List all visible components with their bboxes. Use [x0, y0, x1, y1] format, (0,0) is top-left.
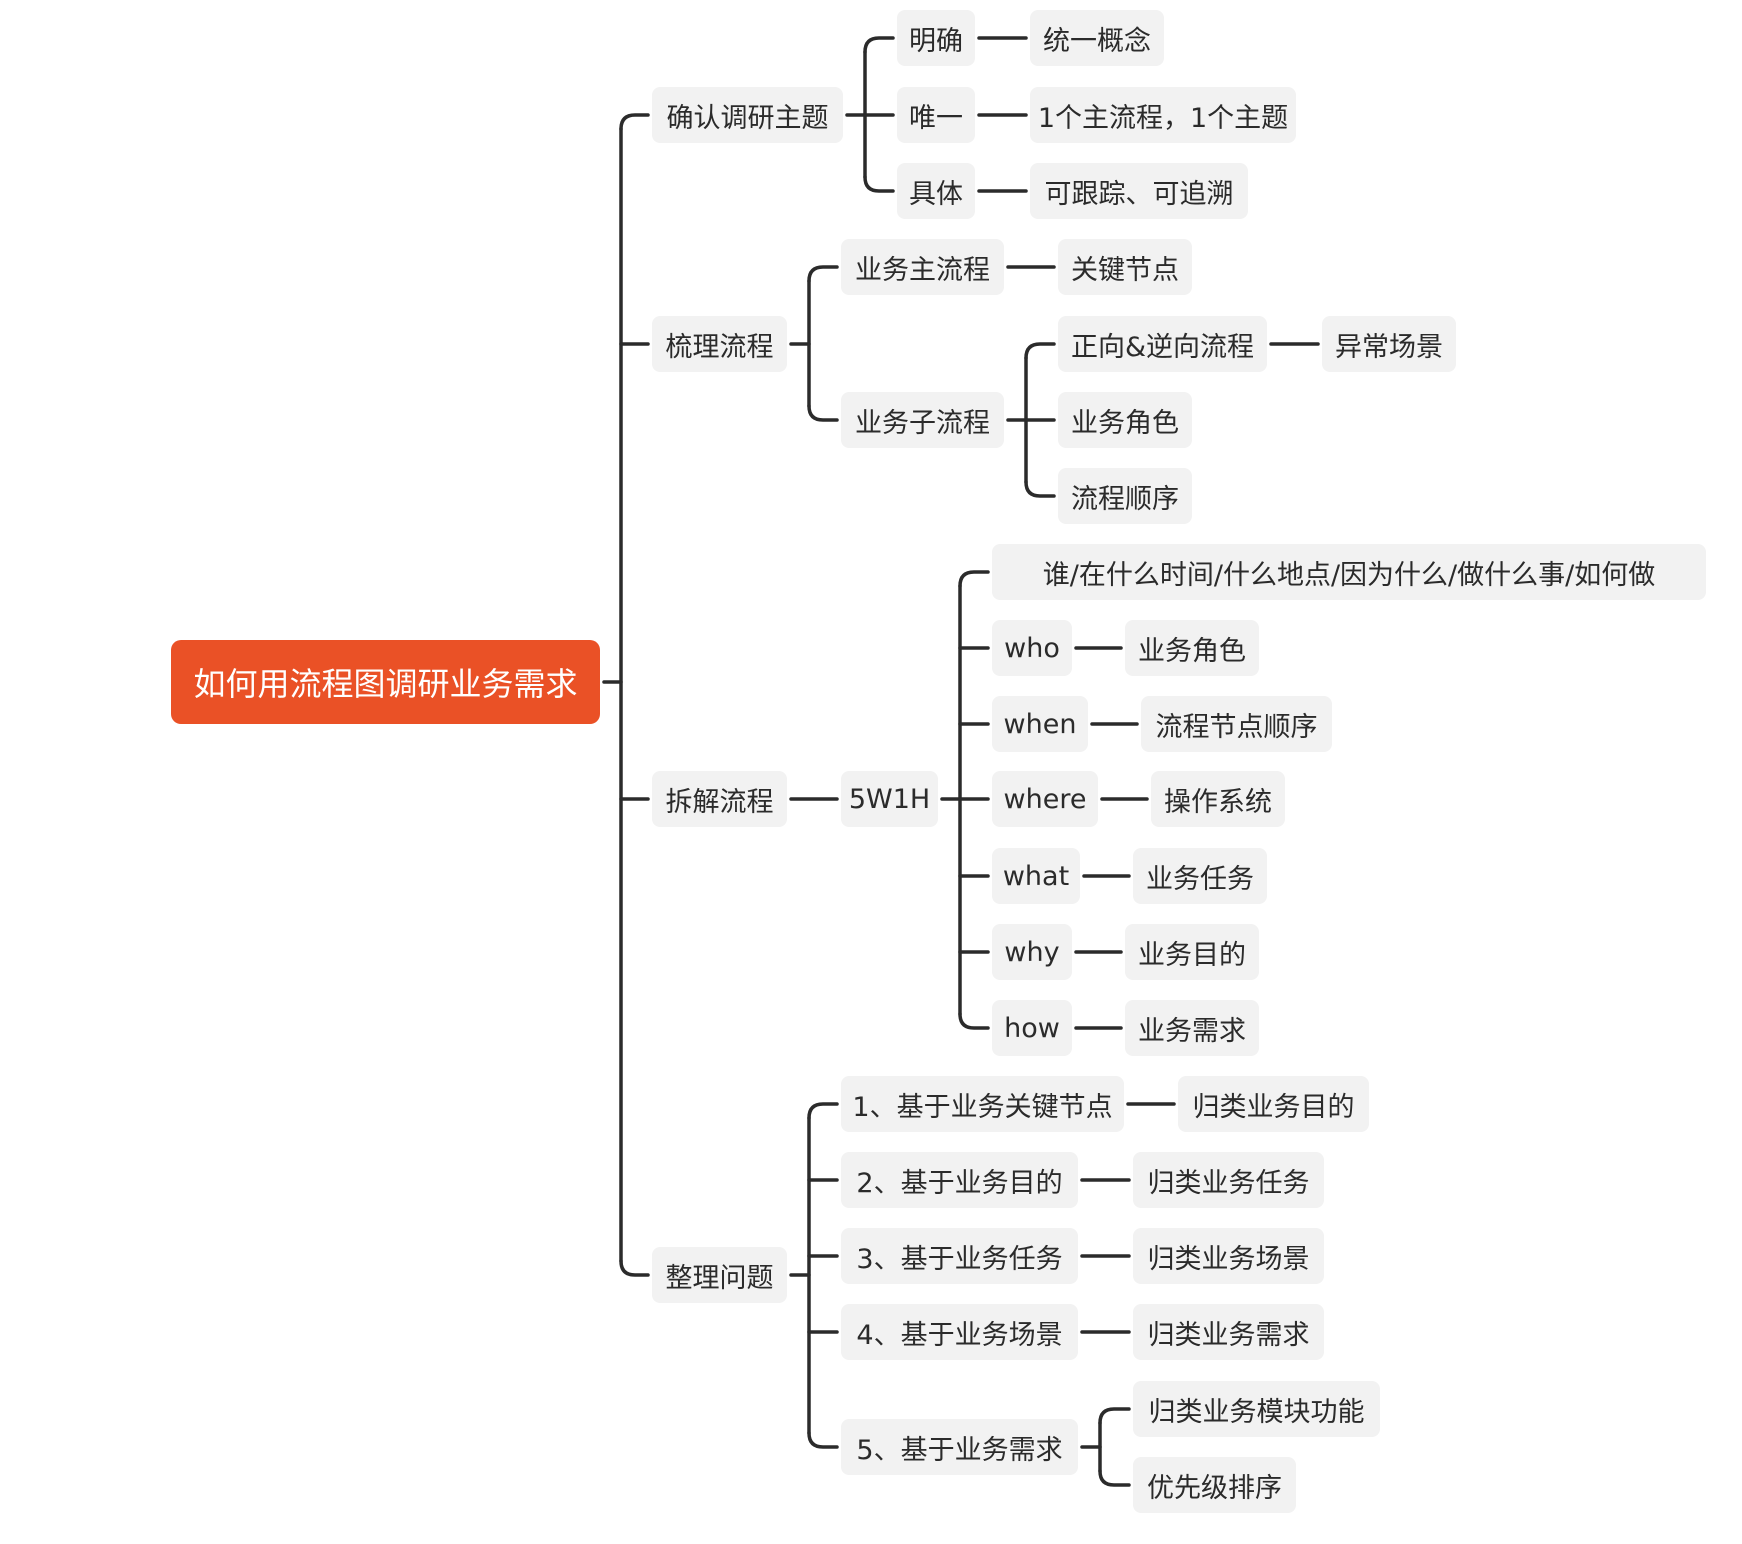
topic-key-nodes[interactable]: 关键节点: [1058, 239, 1192, 295]
topic-main-flow[interactable]: 业务主流程: [841, 239, 1004, 295]
connector-q5-b: [1098, 1469, 1131, 1487]
topic-who[interactable]: who: [992, 620, 1072, 676]
topic-how[interactable]: how: [992, 1000, 1072, 1056]
topic-summary[interactable]: 谁/在什么时间/什么地点/因为什么/做什么事/如何做: [992, 544, 1706, 600]
topic-roles[interactable]: 业务角色: [1058, 392, 1192, 448]
topic-why-ans[interactable]: 业务目的: [1125, 924, 1259, 980]
connector-q5-a: [1098, 1407, 1131, 1425]
topic-tongyi[interactable]: 统一概念: [1030, 10, 1164, 66]
connector-main-flow: [807, 265, 839, 283]
topic-q3-ans[interactable]: 归类业务场景: [1133, 1228, 1324, 1284]
topic-q1-ans[interactable]: 归类业务目的: [1178, 1076, 1369, 1132]
topic-q5[interactable]: 5、基于业务需求: [841, 1419, 1078, 1475]
topic-split-flow[interactable]: 拆解流程: [652, 771, 787, 827]
topic-sub-flow[interactable]: 业务子流程: [841, 392, 1004, 448]
topic-order[interactable]: 流程顺序: [1058, 468, 1192, 524]
topic-q2[interactable]: 2、基于业务目的: [841, 1152, 1078, 1208]
connector-organize: [619, 1259, 650, 1277]
topic-q1[interactable]: 1、基于业务关键节点: [841, 1076, 1124, 1132]
topic-sort-flow[interactable]: 梳理流程: [652, 316, 787, 372]
topic-where[interactable]: where: [992, 771, 1098, 827]
connector-confirm-topic: [619, 113, 650, 131]
topic-what[interactable]: what: [992, 848, 1080, 904]
topic-one-flow[interactable]: 1个主流程，1个主题: [1030, 87, 1296, 143]
topic-5w1h[interactable]: 5W1H: [841, 771, 938, 827]
root-topic[interactable]: 如何用流程图调研业务需求: [171, 640, 600, 724]
topic-mingque[interactable]: 明确: [897, 10, 975, 66]
topic-q5-b[interactable]: 优先级排序: [1133, 1457, 1296, 1513]
topic-fwd-rev[interactable]: 正向&逆向流程: [1058, 316, 1267, 372]
topic-confirm-topic[interactable]: 确认调研主题: [652, 87, 843, 143]
topic-when-ans[interactable]: 流程节点顺序: [1141, 696, 1332, 752]
topic-q4-ans[interactable]: 归类业务需求: [1133, 1304, 1324, 1360]
connector-mingque: [863, 36, 895, 54]
connector-juti: [863, 175, 895, 193]
topic-why[interactable]: why: [992, 924, 1072, 980]
topic-what-ans[interactable]: 业务任务: [1133, 848, 1267, 904]
connector-q5: [807, 1431, 839, 1449]
connector-order: [1024, 480, 1056, 498]
connector-how: [958, 1012, 990, 1030]
topic-juti[interactable]: 具体: [897, 163, 975, 219]
topic-organize[interactable]: 整理问题: [652, 1247, 787, 1303]
connector-sub-flow: [807, 404, 839, 422]
topic-q3[interactable]: 3、基于业务任务: [841, 1228, 1078, 1284]
topic-q2-ans[interactable]: 归类业务任务: [1133, 1152, 1324, 1208]
topic-q4[interactable]: 4、基于业务场景: [841, 1304, 1078, 1360]
topic-exception[interactable]: 异常场景: [1322, 316, 1456, 372]
topic-where-ans[interactable]: 操作系统: [1151, 771, 1285, 827]
connector-fwd-rev: [1024, 342, 1056, 360]
topic-when[interactable]: when: [992, 696, 1088, 752]
topic-how-ans[interactable]: 业务需求: [1125, 1000, 1259, 1056]
topic-weiyi[interactable]: 唯一: [897, 87, 975, 143]
connector-summary: [958, 570, 990, 588]
connector-q1: [807, 1102, 839, 1120]
topic-q5-a[interactable]: 归类业务模块功能: [1133, 1381, 1380, 1437]
topic-trace[interactable]: 可跟踪、可追溯: [1030, 163, 1248, 219]
topic-who-ans[interactable]: 业务角色: [1125, 620, 1259, 676]
